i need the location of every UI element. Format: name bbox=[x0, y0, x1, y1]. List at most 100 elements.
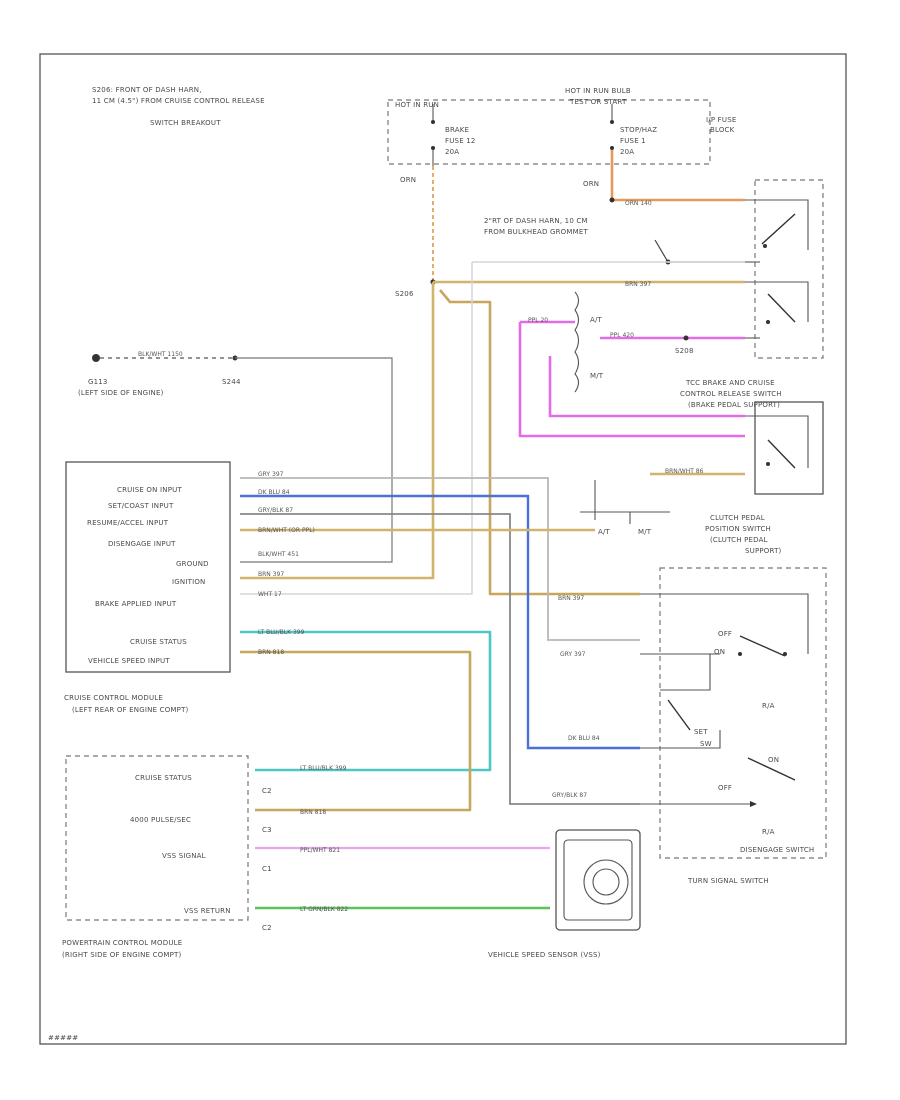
mt-label-2: M/T bbox=[638, 528, 652, 536]
mt-label: M/T bbox=[590, 372, 604, 380]
wire-label-pplwht821: PPL/WHT 821 bbox=[300, 847, 340, 854]
wire-label-brn397: BRN 397 bbox=[625, 281, 651, 288]
wire-label-gryblk87: GRY/BLK 87 bbox=[258, 507, 293, 514]
stop-haz-fuse-line3: 20A bbox=[620, 148, 634, 156]
ccm-input-3: RESUME/ACCEL INPUT bbox=[87, 519, 169, 527]
g113-label-line2: (LEFT SIDE OF ENGINE) bbox=[78, 389, 164, 397]
ground-wire bbox=[235, 357, 393, 563]
wire-label-brn397: BRN 397 bbox=[258, 571, 284, 578]
pcm-conn-4: C2 bbox=[262, 924, 272, 932]
tcc-switch-line1: TCC BRAKE AND CRUISE bbox=[685, 379, 775, 387]
brake-fuse-line1: BRAKE bbox=[445, 126, 469, 134]
clutch-switch-line3: (CLUTCH PEDAL bbox=[710, 536, 768, 544]
hot-in-run-bulb-line2: TEST OR START bbox=[569, 98, 627, 106]
pcm-conn-1: C2 bbox=[262, 787, 272, 795]
ccm-input-1: CRUISE ON INPUT bbox=[117, 486, 182, 494]
turn-signal-switch-outline bbox=[659, 567, 827, 859]
tcc-switch-line3: (BRAKE PEDAL SUPPORT) bbox=[688, 401, 780, 409]
pcm-conn-2: C3 bbox=[262, 826, 272, 834]
diagram-frame bbox=[39, 53, 847, 1045]
brn-wire-to-turn-switch bbox=[439, 289, 640, 596]
wire-label-ppl20: PPL 20 bbox=[528, 317, 548, 324]
tcc-switch-line2: CONTROL RELEASE SWITCH bbox=[680, 390, 782, 398]
pcm-name-line1: POWERTRAIN CONTROL MODULE bbox=[62, 939, 182, 947]
s206-note-line3: SWITCH BREAKOUT bbox=[150, 119, 221, 127]
brake-fuse-line3: 20A bbox=[445, 148, 459, 156]
s206-note-line1: S206: FRONT OF DASH HARN, bbox=[92, 86, 202, 94]
at-label: A/T bbox=[590, 316, 603, 324]
wire-label-brn818-pcm: BRN 818 bbox=[300, 809, 326, 816]
wire-label-gry397-turn: GRY 397 bbox=[560, 651, 586, 658]
s206-note-line2: 11 CM (4.5") FROM CRUISE CONTROL RELEASE bbox=[92, 97, 265, 105]
pcm-pin-3: VSS SIGNAL bbox=[162, 852, 206, 860]
wire-label-brn397-turn: BRN 397 bbox=[558, 595, 584, 602]
wire-label-ltblublk399-pcm: LT BLU/BLK 399 bbox=[300, 765, 347, 772]
wire-label-wht17: WHT 17 bbox=[258, 591, 282, 598]
clutch-switch-line2: POSITION SWITCH bbox=[705, 525, 771, 533]
pcm-conn-3: C1 bbox=[262, 865, 272, 873]
g113-label-line1: G113 bbox=[88, 378, 108, 386]
ground-note-line1: 2"RT OF DASH HARN, 10 CM bbox=[484, 217, 588, 225]
wire-label-ltblublk399: LT BLU/BLK 399 bbox=[258, 629, 305, 636]
wire-label-dkblu84-turn: DK BLU 84 bbox=[568, 735, 600, 742]
s244-label: S244 bbox=[222, 378, 241, 386]
turn-inner-disengage: DISENGAGE SWITCH bbox=[740, 846, 814, 854]
turn-inner-on-2: ON bbox=[768, 756, 779, 764]
wire-label-orn140: ORN 140 bbox=[625, 200, 652, 207]
stop-haz-fuse-line2: FUSE 1 bbox=[620, 137, 646, 145]
wire-label-brn818: BRN 818 bbox=[258, 649, 284, 656]
turn-inner-off: OFF bbox=[718, 630, 732, 638]
at-label-2: A/T bbox=[598, 528, 611, 536]
figure-id: ##### bbox=[48, 1034, 78, 1042]
ccm-input-9: VEHICLE SPEED INPUT bbox=[88, 657, 170, 665]
cruise-control-module bbox=[65, 461, 231, 673]
wire-label-ltgrnblk822: LT GRN/BLK 822 bbox=[300, 906, 348, 913]
splice-s206-label: S206 bbox=[395, 290, 414, 298]
clutch-switch-line1: CLUTCH PEDAL bbox=[710, 514, 765, 522]
wire-label-gryblk87-turn: GRY/BLK 87 bbox=[552, 792, 587, 799]
clutch-switch-line4: SUPPORT) bbox=[745, 547, 782, 555]
stop-haz-wire bbox=[610, 150, 745, 202]
pcm-name-line2: (RIGHT SIDE OF ENGINE COMPT) bbox=[62, 951, 182, 959]
ignition-wire bbox=[240, 282, 435, 580]
hot-in-run-label: HOT IN RUN bbox=[395, 101, 439, 109]
ppl-wire-clutch bbox=[518, 322, 745, 438]
ccm-input-2: SET/COAST INPUT bbox=[108, 502, 174, 510]
ccm-input-5: GROUND bbox=[176, 560, 209, 568]
s208-label: S208 bbox=[675, 347, 694, 355]
ground-note-line2: FROM BULKHEAD GROMMET bbox=[484, 228, 588, 236]
pcm-pin-2: 4000 PULSE/SEC bbox=[130, 816, 191, 824]
turn-inner-off-2: OFF bbox=[718, 784, 732, 792]
hot-in-run-bulb-line1: HOT IN RUN BULB bbox=[565, 87, 631, 95]
wire-label-brnwht86: BRN/WHT 86 bbox=[665, 468, 704, 475]
dkblu-set-wire bbox=[240, 494, 640, 750]
ccm-name-line1: CRUISE CONTROL MODULE bbox=[64, 694, 163, 702]
wire-label-gry397: GRY 397 bbox=[258, 471, 284, 478]
ip-fuse-block-outline bbox=[387, 99, 711, 165]
turn-inner-ra-2: R/A bbox=[762, 828, 775, 836]
ccm-input-6: IGNITION bbox=[172, 578, 205, 586]
stop-haz-fuse-line1: STOP/HAZ bbox=[620, 126, 657, 134]
turn-inner-sw: SW bbox=[700, 740, 712, 748]
ltblu-cruise-status-wire bbox=[240, 630, 492, 772]
brn-vss-wire bbox=[240, 650, 472, 812]
powertrain-control-module bbox=[65, 755, 249, 921]
wire-label-ppl420: PPL 420 bbox=[610, 332, 634, 339]
ip-fuse-block-line1: I/P FUSE bbox=[706, 116, 737, 124]
wire-label-dkblu84: DK BLU 84 bbox=[258, 489, 290, 496]
brake-fuse-line2: FUSE 12 bbox=[445, 137, 476, 145]
vehicle-speed-sensor bbox=[555, 829, 641, 931]
orn-label-2: ORN bbox=[583, 180, 599, 188]
ccm-name-line2: (LEFT REAR OF ENGINE COMPT) bbox=[72, 706, 189, 714]
gry-cruise-on-wire bbox=[240, 477, 640, 641]
orn-label-1: ORN bbox=[400, 176, 416, 184]
ccm-input-8: CRUISE STATUS bbox=[130, 638, 187, 646]
clutch-switch-outline bbox=[754, 401, 824, 495]
wire-label-blkwht1150: BLK/WHT 1150 bbox=[138, 351, 183, 358]
wire-label-brnwht-or-ppl: BRN/WHT (OR PPL) bbox=[258, 527, 315, 534]
turn-inner-ra: R/A bbox=[762, 702, 775, 710]
ccm-input-4: DISENGAGE INPUT bbox=[108, 540, 176, 548]
wire-label-blkwht451: BLK/WHT 451 bbox=[258, 551, 299, 558]
ip-fuse-block-line2: BLOCK bbox=[710, 126, 735, 134]
